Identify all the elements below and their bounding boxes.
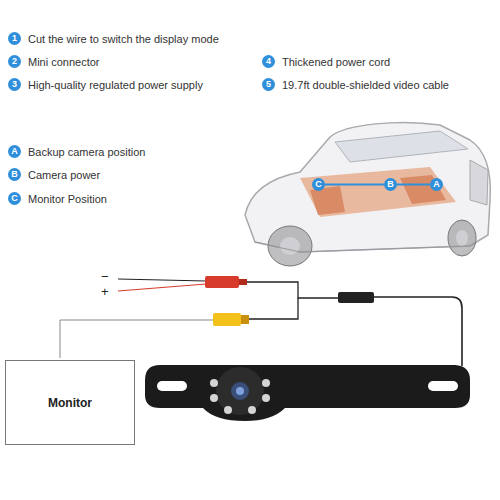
callout-text: Mini connector xyxy=(28,56,100,68)
polarity-label: − xyxy=(101,269,109,284)
callout-number: B xyxy=(8,168,21,181)
mini-connector xyxy=(338,292,374,303)
callout-item: 3 High-quality regulated power supply xyxy=(8,78,203,91)
callout-item: 2 Mini connector xyxy=(8,55,100,68)
callout-item: 1 Cut the wire to switch the display mode xyxy=(8,32,219,45)
callout-number: 2 xyxy=(8,55,21,68)
position-marker: B xyxy=(384,178,397,191)
video-cable xyxy=(249,298,298,319)
callout-text: Backup camera position xyxy=(28,146,145,158)
monitor-label: Monitor xyxy=(48,396,92,410)
callout-text: Cut the wire to switch the display mode xyxy=(28,33,219,45)
callout-item: 5 19.7ft double-shielded video cable xyxy=(262,78,449,91)
negative-wire xyxy=(118,279,206,281)
callout-item: C Monitor Position xyxy=(8,192,107,205)
polarity-label: + xyxy=(101,284,109,299)
callout-text: Thickened power cord xyxy=(282,56,390,68)
power-cord xyxy=(247,282,338,298)
callout-item: A Backup camera position xyxy=(8,145,145,158)
power-connector xyxy=(205,276,239,288)
position-marker: A xyxy=(430,178,443,191)
positive-wire xyxy=(118,284,206,291)
callout-text: High-quality regulated power supply xyxy=(28,79,203,91)
rca-connector xyxy=(213,313,241,326)
monitor-box: Monitor xyxy=(5,360,135,445)
monitor-lead xyxy=(60,320,213,358)
position-marker: C xyxy=(312,178,325,191)
license-plate-camera xyxy=(145,365,470,421)
callout-number: C xyxy=(8,192,21,205)
marker-letter: B xyxy=(387,179,394,189)
marker-letter: C xyxy=(315,179,322,189)
cable-route xyxy=(325,184,384,186)
marker-letter: A xyxy=(433,179,440,189)
callout-text: Monitor Position xyxy=(28,193,107,205)
power-connector-tip xyxy=(239,279,247,285)
camera-cable xyxy=(374,297,462,366)
callout-text: 19.7ft double-shielded video cable xyxy=(282,79,449,91)
callout-item: B Camera power xyxy=(8,168,100,181)
callout-item: 4 Thickened power cord xyxy=(262,55,390,68)
callout-number: 1 xyxy=(8,32,21,45)
callout-number: 3 xyxy=(8,78,21,91)
callout-number: 5 xyxy=(262,78,275,91)
cable-route xyxy=(397,184,430,186)
callout-number: 4 xyxy=(262,55,275,68)
rca-connector-tip xyxy=(241,315,249,324)
callout-number: A xyxy=(8,145,21,158)
car-body xyxy=(245,122,490,266)
callout-text: Camera power xyxy=(28,169,100,181)
